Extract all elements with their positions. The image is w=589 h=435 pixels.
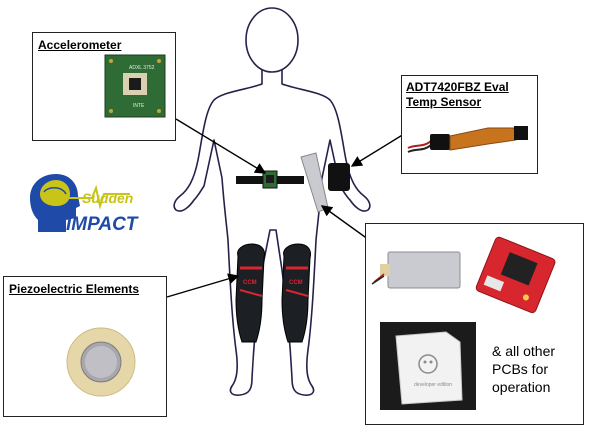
left-shin-guard: CCM [235, 243, 265, 343]
head-outline [245, 7, 299, 73]
right-shin-guard: CCM [281, 243, 311, 343]
sd-card-text: developer edition [414, 382, 452, 388]
accelerometer-label: Accelerometer [38, 38, 122, 52]
accelerometer-chip [266, 175, 274, 183]
logo-pulse-line [58, 184, 130, 210]
temp-sensor-box: ADT7420FBZ Eval Temp Sensor [401, 75, 538, 174]
arrow-temp-sensor [350, 133, 405, 167]
other-pcbs-line3: operation [492, 379, 551, 395]
arrow-piezo [166, 273, 240, 298]
left-guard-brand: CCM [243, 280, 257, 286]
other-pcbs-box: developer edition & all other PCBs for o… [365, 223, 584, 425]
human-figure [173, 7, 371, 396]
logo-word-sudden: Sudden [82, 190, 133, 206]
other-pcbs-line1: & all other [492, 343, 556, 359]
lipo-battery-image [371, 251, 461, 289]
red-pcb-image [475, 236, 556, 314]
other-pcbs-line2: PCBs for [492, 361, 549, 377]
logo-brain [40, 180, 70, 206]
wrist-cuff [328, 163, 350, 191]
temp-sensor-image [407, 126, 528, 153]
arrow-accelerometer [175, 118, 267, 174]
board-text-brand: INTE [133, 103, 145, 109]
accelerometer-box: Accelerometer ADXL 3752 INTE [32, 32, 176, 141]
piezo-box: Piezoelectric Elements [3, 276, 167, 417]
accelerometer-board-image: ADXL 3752 INTE [104, 54, 166, 118]
temp-sensor-label-line1: ADT7420FBZ Eval [406, 80, 509, 94]
sd-card-image: developer edition [380, 322, 476, 410]
piezo-label: Piezoelectric Elements [9, 282, 140, 296]
temp-sensor-label-line2: Temp Sensor [406, 95, 482, 109]
arm-sensor-strip [300, 152, 329, 213]
right-guard-brand: CCM [289, 280, 303, 286]
sudden-impact-logo: Sudden IMPACT [30, 174, 139, 235]
piezo-disc-image [66, 327, 136, 397]
board-text-model: ADXL 3752 [129, 65, 155, 71]
logo-word-impact: IMPACT [66, 214, 139, 235]
other-pcbs-images: developer edition [371, 236, 556, 410]
body-outline [173, 70, 371, 396]
